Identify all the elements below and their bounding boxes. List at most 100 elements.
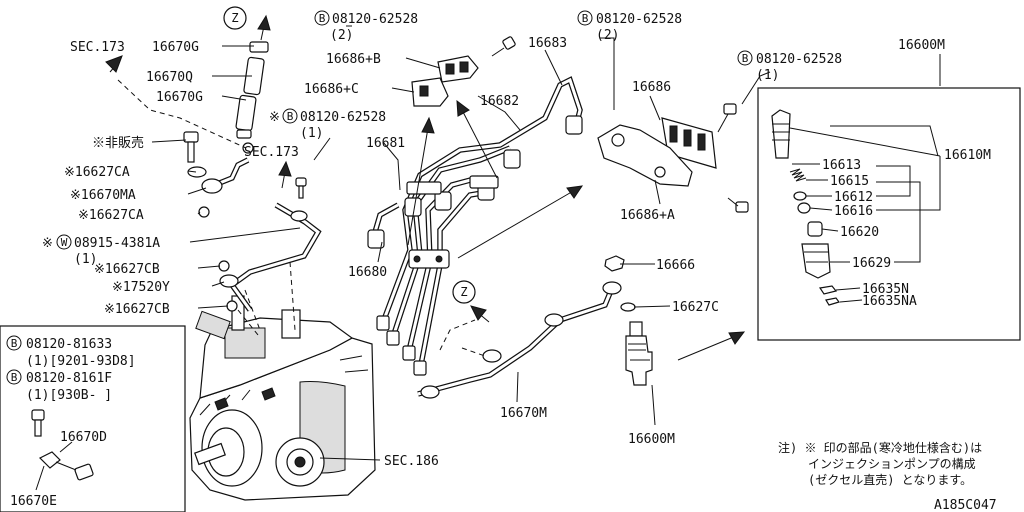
- label-16670g-bottom: 16670G: [156, 90, 203, 105]
- dashed-guide-z: [439, 319, 476, 351]
- label-bolt-top-qty: (2): [330, 28, 353, 43]
- gasket-16635n: [818, 285, 838, 295]
- injector-assembly: [625, 321, 653, 386]
- b-mark-mid: B: [282, 108, 298, 124]
- label-sec173-left: SEC.173: [70, 40, 125, 55]
- dashed-guide-sec173: [117, 79, 247, 149]
- washer-16616: [797, 202, 811, 214]
- label-16686: 16686: [632, 80, 671, 95]
- bolt-right: [717, 103, 737, 133]
- label-16635na: 16635NA: [862, 294, 917, 309]
- svg-text:B: B: [11, 337, 18, 350]
- label-16680: 16680: [348, 265, 387, 280]
- label-17520y: ※17520Y: [112, 280, 170, 295]
- nozzle-nut-16629: [801, 243, 831, 279]
- connector-16670d: [74, 463, 94, 481]
- label-16627cb-1: ※16627CB: [94, 262, 160, 277]
- label-16610m: 16610M: [944, 148, 991, 163]
- label-16600m-low: 16600M: [628, 432, 675, 447]
- label-16683: 16683: [528, 36, 567, 51]
- label-16620: 16620: [840, 225, 879, 240]
- w-mark: W: [56, 234, 72, 250]
- inset-box: [0, 325, 186, 512]
- label-16670g-top: 16670G: [152, 40, 199, 55]
- label-bolt-top-num: 08120-62528: [332, 12, 418, 27]
- label-16627ca-2: ※16627CA: [78, 208, 144, 223]
- clamp-16686-b: [437, 55, 479, 83]
- flow-arrows: [105, 14, 746, 361]
- shim-16612: [793, 191, 807, 201]
- label-sec173-mid: SEC.173: [244, 145, 299, 160]
- label-16627c: 16627C: [672, 300, 719, 315]
- label-bolt-far-qty: (1): [756, 68, 779, 83]
- b-mark-top: B: [314, 10, 330, 26]
- label-16670e: 16670E: [10, 494, 57, 509]
- svg-text:B: B: [582, 12, 589, 25]
- note-line-3: (ゼクセル直売) となります。: [808, 472, 972, 487]
- bolt-top: [491, 36, 516, 57]
- spring-16615: [789, 168, 807, 182]
- bolt-lower-right: [727, 197, 749, 213]
- label-16686a: 16686+A: [620, 208, 675, 223]
- note-line-2: インジェクションポンプの構成: [808, 457, 976, 471]
- clamp-16686-c: [411, 77, 449, 107]
- label-inset-bolt2-num: 08120-8161F: [26, 371, 112, 386]
- label-16686c: 16686+C: [304, 82, 359, 97]
- label-16629: 16629: [852, 256, 891, 271]
- label-not-for-sale: ※非販売: [92, 135, 144, 151]
- b-mark-inset2: B: [6, 369, 22, 385]
- nozzle-holder: [771, 109, 791, 159]
- left-fuel-pipes: [198, 157, 322, 336]
- label-16616: 16616: [834, 204, 873, 219]
- label-16615: 16615: [830, 174, 869, 189]
- svg-text:B: B: [287, 110, 294, 123]
- label-16600m-top: 16600M: [898, 38, 945, 53]
- label-16666: 16666: [656, 258, 695, 273]
- b-mark-right: B: [577, 10, 593, 26]
- label-16670q: 16670Q: [146, 70, 193, 85]
- diagram-code: A185C047: [934, 498, 997, 512]
- washer-16666: [604, 255, 625, 272]
- injection-tubes: [367, 76, 583, 376]
- label-16670d: 16670D: [60, 430, 107, 445]
- bracket-16686-a: [597, 124, 693, 187]
- label-bolt-right-qty: (2): [596, 28, 619, 43]
- svg-text:B: B: [742, 52, 749, 65]
- label-16627cb-2: ※16627CB: [104, 302, 170, 317]
- label-bolt-far-num: 08120-62528: [756, 52, 842, 67]
- leak-off-pipe: [417, 281, 622, 399]
- label-16627ca-1: ※16627CA: [64, 165, 130, 180]
- label-inset-bolt1-num: 08120-81633: [26, 337, 112, 352]
- leader-lines: [35, 25, 941, 491]
- label-08915-qty: (1): [74, 252, 97, 267]
- svg-text:B: B: [319, 12, 326, 25]
- label-bolt-mid-num: 08120-62528: [300, 110, 386, 125]
- label-inset-bolt2-range: (1)[930B- ]: [26, 388, 112, 403]
- overflow-hose: [235, 41, 269, 154]
- b-mark-inset1: B: [6, 335, 22, 351]
- label-16670ma: ※16670MA: [70, 188, 136, 203]
- svg-text:B: B: [11, 371, 18, 384]
- label-bolt-right-num: 08120-62528: [596, 12, 682, 27]
- injector-detail-box: [757, 87, 1021, 341]
- spacer-16620: [807, 221, 823, 237]
- svg-text:W: W: [61, 236, 68, 249]
- b-mark-far: B: [737, 50, 753, 66]
- z-mark-mid: Z: [460, 285, 467, 299]
- z-mark-top: Z: [231, 11, 238, 25]
- gasket-16635na: [825, 297, 840, 306]
- circle-z-top: Z: [223, 6, 247, 30]
- circle-z-mid: Z: [452, 280, 476, 304]
- label-16682: 16682: [480, 94, 519, 109]
- label-inset-bolt1-range: (1)[9201-93D8]: [26, 354, 136, 369]
- label-08915: 08915-4381A: [74, 236, 160, 251]
- label-16612: 16612: [834, 190, 873, 205]
- inset-bolt-shank: [34, 419, 42, 437]
- label-16635n: 16635N: [862, 282, 909, 297]
- washer-16627c: [620, 302, 636, 312]
- label-bolt-mid-qty: (1): [300, 126, 323, 141]
- label-16686b: 16686+B: [326, 52, 381, 67]
- bolt-mid: [295, 177, 307, 199]
- label-16613: 16613: [822, 158, 861, 173]
